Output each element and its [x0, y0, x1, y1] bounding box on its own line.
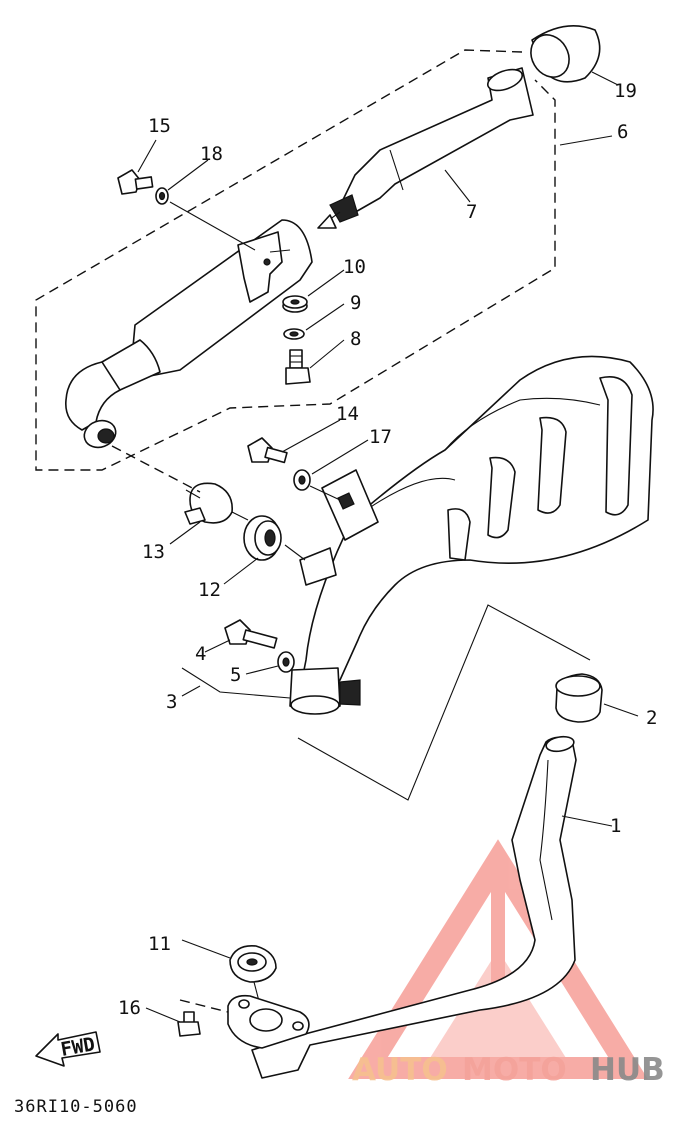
end-cap-19: [530, 24, 601, 83]
callout-15: 15: [148, 115, 171, 137]
washer-9: [283, 328, 305, 340]
callout-14: 14: [336, 403, 359, 425]
callout-2: 2: [646, 707, 657, 729]
fwd-label: FWD: [59, 1033, 97, 1061]
silencer-6: [65, 219, 313, 449]
assembly-outline-dashed: [35, 49, 556, 471]
callout-17: 17: [369, 426, 392, 448]
grommet-10: [282, 295, 308, 313]
callout-16: 16: [118, 997, 141, 1019]
dash-line-16-flange: [179, 999, 229, 1013]
watermark-text: AUTO MOTO HUB: [352, 1052, 665, 1088]
gasket-11: [229, 944, 277, 983]
callout-3: 3: [166, 691, 177, 713]
leader-14-17: [309, 485, 341, 501]
tailpipe-7: [317, 67, 534, 229]
callout-18: 18: [200, 143, 223, 165]
washer-17: [293, 469, 311, 491]
flange-plate: [227, 994, 310, 1049]
washer-5: [277, 651, 295, 673]
dash-line-pipe-to-clamp: [111, 445, 201, 493]
bolt-15: [117, 169, 154, 195]
watermark-part-moto: MOTO: [462, 1052, 567, 1088]
bolt-8: [285, 349, 311, 385]
callout-4: 4: [195, 643, 206, 665]
watermark-part-hub: HUB: [590, 1052, 665, 1088]
leader-12-muffler: [284, 544, 306, 561]
bolt-16: [177, 1011, 201, 1037]
clamp-13: [184, 482, 233, 525]
callout-7: 7: [466, 201, 477, 223]
muffler-body: [289, 355, 654, 715]
callout-13: 13: [142, 541, 165, 563]
callout-19: 19: [614, 80, 637, 102]
fwd-arrow-icon: [35, 1031, 101, 1067]
gasket-2: [555, 673, 603, 723]
callout-10: 10: [343, 256, 366, 278]
callout-5: 5: [230, 664, 241, 686]
connector-line-muffler-pipe: [297, 604, 591, 801]
callout-8: 8: [350, 328, 361, 350]
bolt-4: [224, 619, 278, 649]
drawing-code: 36RI10-5060: [14, 1097, 138, 1117]
callout-12: 12: [198, 579, 221, 601]
callout-11: 11: [148, 933, 171, 955]
washer-18: [155, 187, 169, 205]
exhaust-pipe-1: [251, 735, 577, 1079]
callout-9: 9: [350, 292, 361, 314]
leader-15-18: [169, 201, 256, 251]
gasket-12: [243, 515, 282, 561]
callout-1: 1: [610, 815, 621, 837]
callout-6: 6: [617, 121, 628, 143]
watermark-logo: [348, 839, 648, 1079]
watermark-part-auto: AUTO: [352, 1052, 448, 1088]
callout-leaders: [137, 71, 639, 1023]
bolt-14: [247, 437, 288, 464]
leader-13-12: [231, 511, 249, 521]
